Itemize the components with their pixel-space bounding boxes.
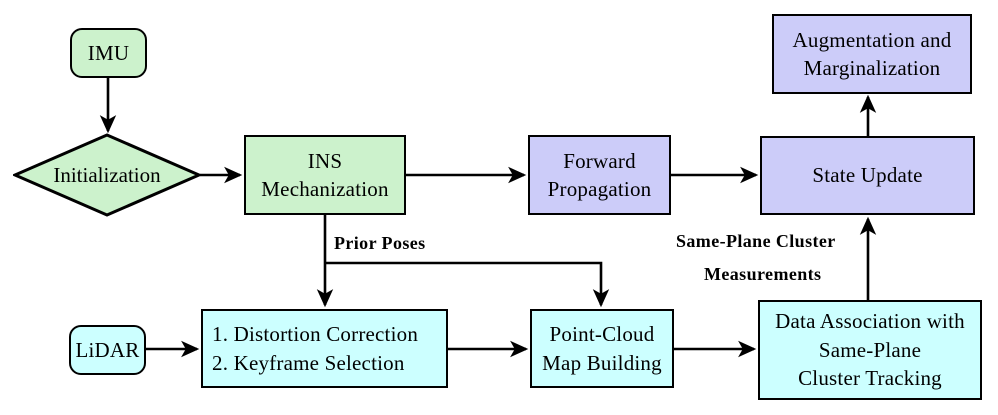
node-augmentation-marginalization[interactable]: Augmentation and Marginalization [772,14,972,94]
edge-label-measurements-line-1: Same-Plane Cluster [676,231,836,251]
node-lidar-line-1: LiDAR [75,337,140,362]
edge-label-prior-poses-line-1: Prior Poses [334,233,426,253]
node-lidar[interactable]: LiDAR [69,325,146,375]
diamond-shape-icon [13,133,201,217]
node-data-association-line-1: Data Association with [775,309,965,334]
edge-label-measurements-line-2: Measurements [704,264,822,284]
node-imu-line-1: IMU [87,40,130,65]
node-data-association-line-2: Same-Plane [818,337,922,362]
node-imu[interactable]: IMU [70,28,147,78]
node-initialization-label: Initialization [53,162,161,187]
node-augmentation-line-1: Augmentation and [792,27,952,52]
node-augmentation-line-2: Marginalization [803,56,941,80]
node-distortion-line-1: 1. Distortion Correction [212,322,419,347]
node-initialization[interactable]: Initialization [13,133,201,217]
edge-label-measurements: Measurements [704,264,821,285]
node-state-update[interactable]: State Update [760,136,975,215]
node-ins-mechanization-line-1: INS [307,148,343,173]
edge-label-prior-poses: Prior Poses [334,233,426,254]
node-data-association-line-3: Cluster Tracking [798,366,942,391]
edge-prior-poses-branch-to-pointcloud [325,261,610,308]
node-state-update-line-1: State Update [812,163,923,188]
node-distortion-line-2: 2. Keyframe Selection [212,350,405,375]
node-pointcloud-line-1: Point-Cloud [549,322,655,347]
edge-label-same-plane-cluster: Same-Plane Cluster [676,231,836,252]
node-distortion-keyframe[interactable]: 1. Distortion Correction 2. Keyframe Sel… [201,309,448,388]
node-forward-propagation-line-1: Forward [563,148,636,173]
node-forward-propagation[interactable]: Forward Propagation [528,135,671,215]
node-pointcloud-line-2: Map Building [542,350,662,375]
node-ins-mechanization[interactable]: INS Mechanization [244,135,406,215]
node-data-association[interactable]: Data Association with Same-Plane Cluster… [758,300,982,400]
node-forward-propagation-line-2: Propagation [547,177,652,201]
node-ins-mechanization-line-2: Mechanization [261,177,389,201]
node-pointcloud-map-building[interactable]: Point-Cloud Map Building [530,309,674,388]
